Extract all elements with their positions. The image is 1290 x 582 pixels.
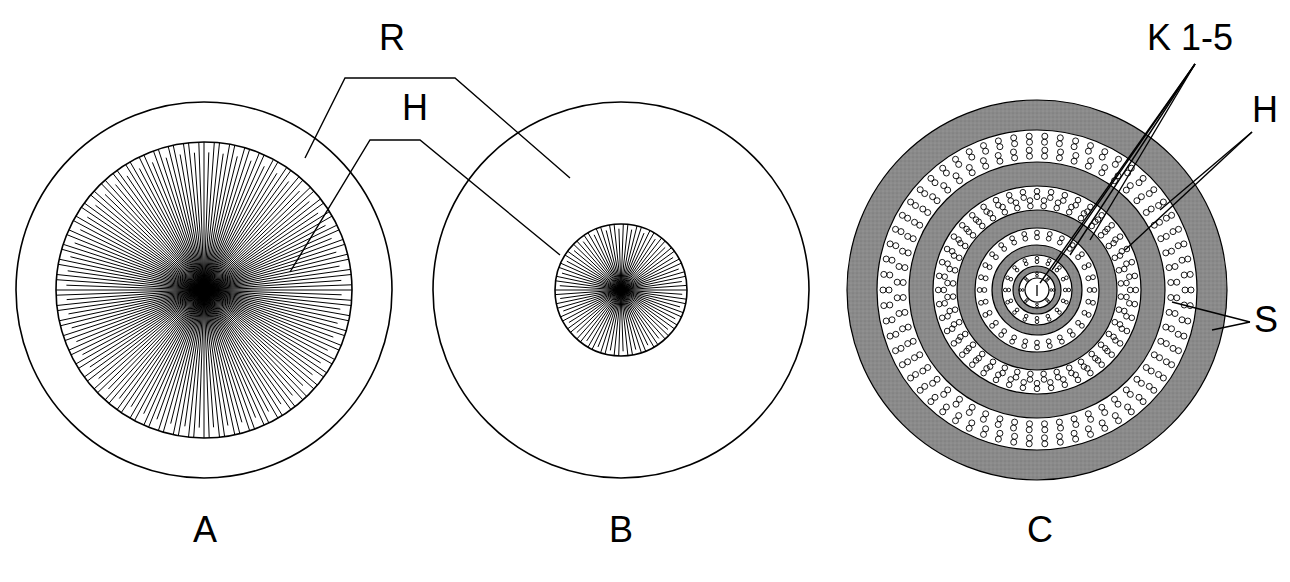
heartwood-rays [555,224,687,356]
heartwood-rays [56,142,352,438]
figure-letter: A [193,510,217,550]
trunk-outline [16,102,392,478]
ring-section [847,100,1227,480]
heartwood-outline [56,142,352,438]
part-label: S [1254,300,1278,340]
figure-letter: B [609,510,633,550]
part-label: K 1-5 [1147,18,1233,58]
leader-lines [290,64,1252,330]
part-label: R [379,18,405,58]
trunk-outline [433,102,809,478]
part-label: H [1252,90,1278,130]
part-label: H [402,88,428,128]
heartwood-outline [555,224,687,356]
cell-symbols [880,133,1194,447]
figure-letter: C [1027,510,1053,550]
